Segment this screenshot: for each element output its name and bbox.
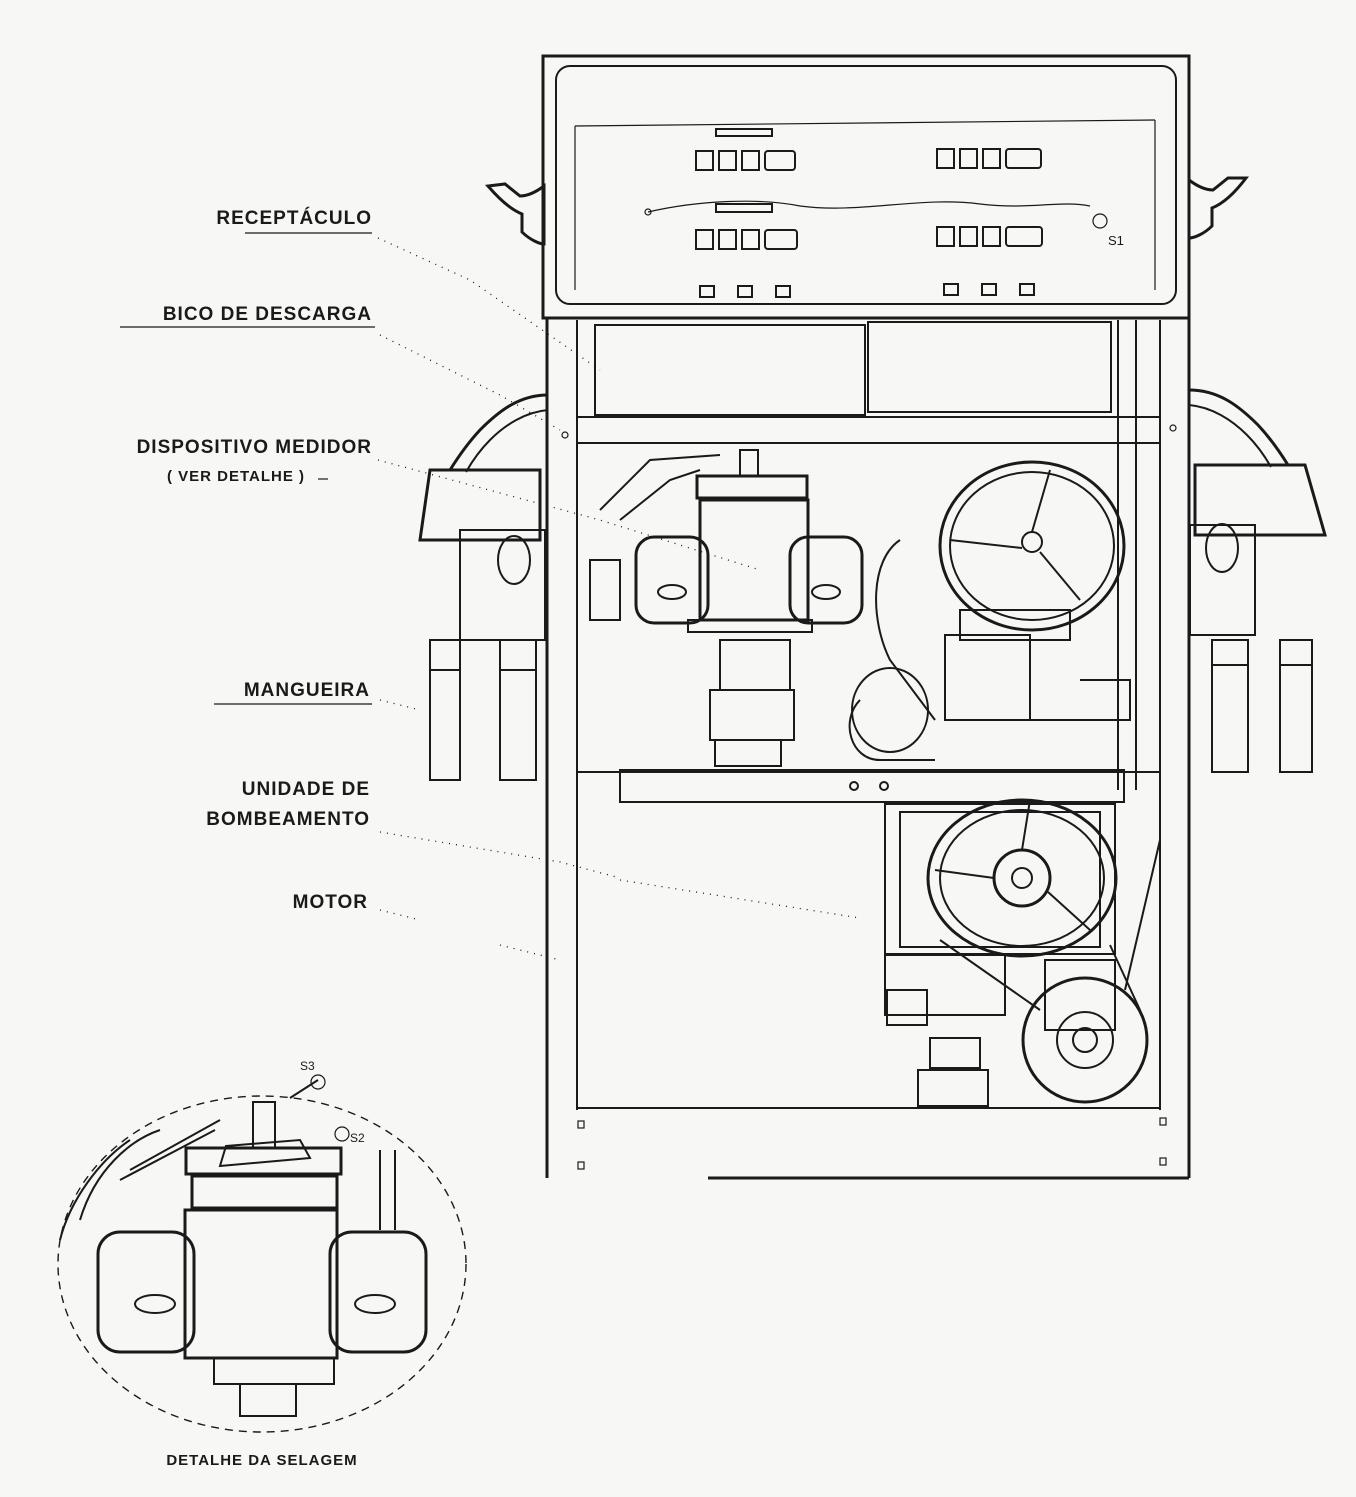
motor-assembly [884,798,1161,1107]
middle-shelf [619,769,1125,803]
label-group: RECEPTÁCULO BICO DE DESCARGA DISPOSITIVO… [120,207,375,1469]
top-indicator [715,128,773,137]
seal-detail: S3 S2 [57,1059,467,1433]
label-motor: MOTOR [293,892,368,913]
hose-left [418,393,549,781]
label-bombeamento: BOMBEAMENTO [206,809,370,830]
label-ver-detalhe: ( VER DETALHE ) [167,468,305,485]
leader-mangueira [379,699,421,711]
label-bico-de-descarga: BICO DE DESCARGA [163,304,372,325]
leader-motor [379,879,861,961]
label-receptaculo: RECEPTÁCULO [216,207,372,229]
seal-detail-boundary [57,1095,467,1433]
cabinet-frame [545,318,1191,1180]
seal-s3-circle [310,1074,326,1090]
seal-s2-circle [334,1126,350,1142]
hose-right [1188,388,1327,773]
display-head: S1 [485,54,1250,320]
seal-wire [647,200,1091,213]
digits-row2-left [695,229,798,250]
seal-s1-circle [1092,213,1108,229]
upper-crossbar [576,416,1161,444]
label-mangueira: MANGUEIRA [244,680,370,701]
leader-lines [377,237,861,961]
leader-unidade [379,831,621,879]
seal-s1-label: S1 [1108,233,1124,248]
receptacle-left [485,182,546,246]
leader-bico [379,334,561,431]
seal-s3-label: S3 [300,1059,315,1073]
label-unidade-de: UNIDADE DE [242,779,370,800]
digits-row1-right [936,148,1042,169]
seal-s2-label: S2 [350,1131,365,1145]
label-dispositivo-medidor: DISPOSITIVO MEDIDOR [137,437,372,458]
label-detalhe-da-selagem: DETALHE DA SELAGEM [166,1452,357,1469]
meter-assembly [589,449,864,767]
digits-row1-left [695,150,796,171]
head-outer [541,54,1191,320]
head-buttons [699,283,1035,298]
pump-pulley [848,460,1131,761]
receptacle-right [1187,176,1250,240]
digits-row2-right [936,226,1043,247]
head-inner-panel [555,65,1177,305]
